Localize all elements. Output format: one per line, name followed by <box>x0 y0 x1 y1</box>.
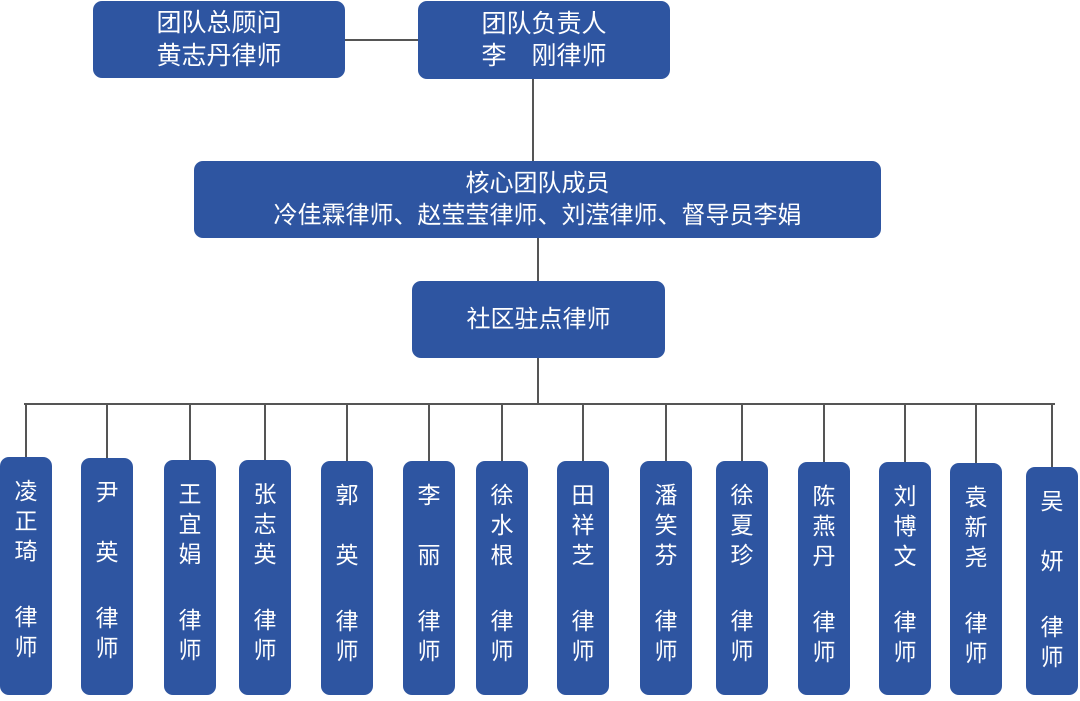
lawyer-box: 田祥芝律师 <box>557 461 609 695</box>
lawyer-name: 郭英 <box>335 483 359 569</box>
lawyer-box: 吴妍律师 <box>1026 467 1078 695</box>
lawyer-name: 吴妍 <box>1040 489 1064 575</box>
lawyer-title: 律师 <box>335 609 359 665</box>
community-lawyers-box: 社区驻点律师 <box>412 281 665 358</box>
lawyer-title: 律师 <box>730 609 754 665</box>
lawyer-name: 尹英 <box>95 480 119 566</box>
core-team-role: 核心团队成员 <box>465 169 610 198</box>
advisor-role: 团队总顾问 <box>156 8 282 37</box>
lawyer-box: 潘笑芬律师 <box>640 461 692 695</box>
lawyer-box: 陈燕丹律师 <box>798 462 850 695</box>
lawyer-title: 律师 <box>14 605 38 661</box>
lawyer-name: 刘博文 <box>893 484 917 570</box>
lawyer-box: 袁新尧律师 <box>950 463 1002 695</box>
lawyer-box: 徐水根律师 <box>476 461 528 695</box>
lawyer-name: 张志英 <box>253 482 277 568</box>
lawyer-title: 律师 <box>490 609 514 665</box>
lawyer-name: 凌正琦 <box>14 479 38 565</box>
lawyer-name: 潘笑芬 <box>654 483 678 569</box>
lawyer-box: 凌正琦律师 <box>0 457 52 695</box>
lawyer-name: 王宜娟 <box>178 482 202 568</box>
advisor-name: 黄志丹律师 <box>156 40 282 70</box>
leader-name: 李 刚律师 <box>481 41 607 70</box>
core-team-members: 冷佳霖律师、赵莹莹律师、刘滢律师、督导员李娟 <box>273 200 802 229</box>
advisor-box: 团队总顾问 黄志丹律师 <box>93 1 345 78</box>
lawyer-name: 陈燕丹 <box>812 484 836 570</box>
lawyer-title: 律师 <box>417 609 441 665</box>
lawyer-title: 律师 <box>571 609 595 665</box>
lawyer-box: 王宜娟律师 <box>164 460 216 695</box>
lawyer-box: 刘博文律师 <box>879 462 931 695</box>
lawyer-title: 律师 <box>654 609 678 665</box>
lawyer-name: 徐夏珍 <box>730 483 754 569</box>
lawyer-name: 徐水根 <box>490 483 514 569</box>
lawyer-title: 律师 <box>253 608 277 664</box>
lawyer-title: 律师 <box>178 608 202 664</box>
lawyer-name: 袁新尧 <box>964 485 988 571</box>
lawyer-title: 律师 <box>1040 615 1064 671</box>
lawyer-title: 律师 <box>893 610 917 666</box>
lawyer-box: 李丽律师 <box>403 461 455 695</box>
lawyer-title: 律师 <box>812 610 836 666</box>
lawyer-title: 律师 <box>95 606 119 662</box>
lawyer-box: 郭英律师 <box>321 461 373 695</box>
lawyer-name: 李丽 <box>417 483 441 569</box>
leader-box: 团队负责人 李 刚律师 <box>418 1 670 79</box>
lawyer-box: 徐夏珍律师 <box>716 461 768 695</box>
lawyer-box: 张志英律师 <box>239 460 291 695</box>
lawyer-box: 尹英律师 <box>81 458 133 695</box>
core-team-box: 核心团队成员 冷佳霖律师、赵莹莹律师、刘滢律师、督导员李娟 <box>194 161 881 238</box>
lawyer-title: 律师 <box>964 611 988 667</box>
community-lawyers-label: 社区驻点律师 <box>466 304 611 333</box>
leader-role: 团队负责人 <box>481 8 607 38</box>
lawyer-name: 田祥芝 <box>571 483 595 569</box>
lawyer-drop-lines <box>25 404 1053 467</box>
